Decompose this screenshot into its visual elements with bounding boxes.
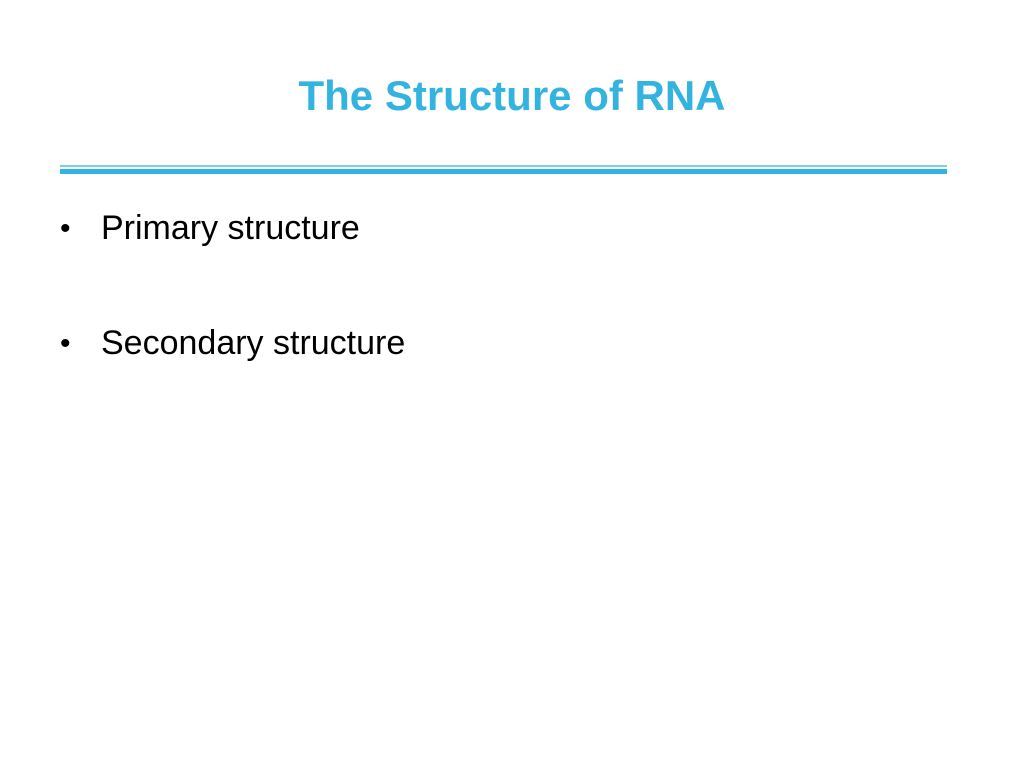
slide-title: The Structure of RNA bbox=[298, 72, 726, 119]
bullet-marker: • bbox=[60, 327, 71, 360]
title-divider-thick bbox=[60, 169, 947, 174]
bullet-text-secondary: Secondary structure bbox=[101, 324, 406, 362]
title-divider-thin bbox=[60, 165, 947, 167]
bullet-marker: • bbox=[60, 212, 71, 245]
bullet-text-primary: Primary structure bbox=[101, 209, 360, 247]
